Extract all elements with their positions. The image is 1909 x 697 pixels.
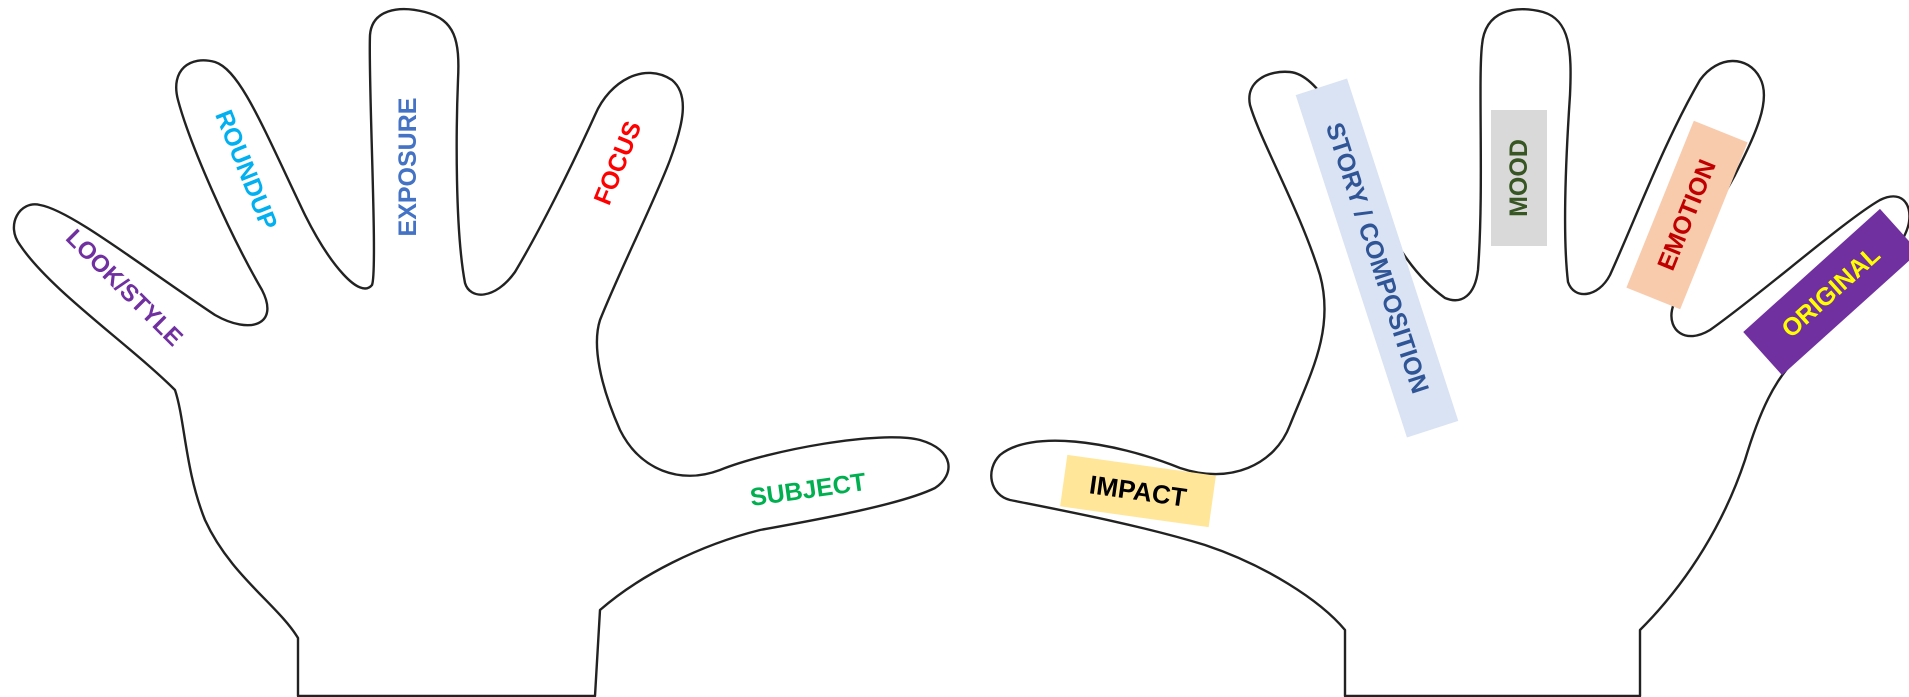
right-hand: IMPACT STORY / COMPOSITION MOOD EMOTION … — [990, 8, 1909, 697]
exposure-label: EXPOSURE — [394, 98, 422, 237]
story-composition-tag-bg — [1295, 78, 1459, 438]
mood-tag: MOOD — [1491, 110, 1547, 246]
left-hand-outline — [12, 7, 950, 697]
mood-tag-bg — [1491, 110, 1547, 246]
impact-tag-bg — [1060, 454, 1216, 528]
left-hand: LOOK/STYLE ROUNDUP EXPOSURE FOCUS SUBJEC… — [12, 7, 950, 697]
original-tag-bg — [1743, 208, 1909, 376]
mood-label: MOOD — [1505, 139, 1533, 217]
emotion-tag-bg — [1626, 120, 1748, 310]
impact-tag: IMPACT — [1060, 454, 1216, 528]
